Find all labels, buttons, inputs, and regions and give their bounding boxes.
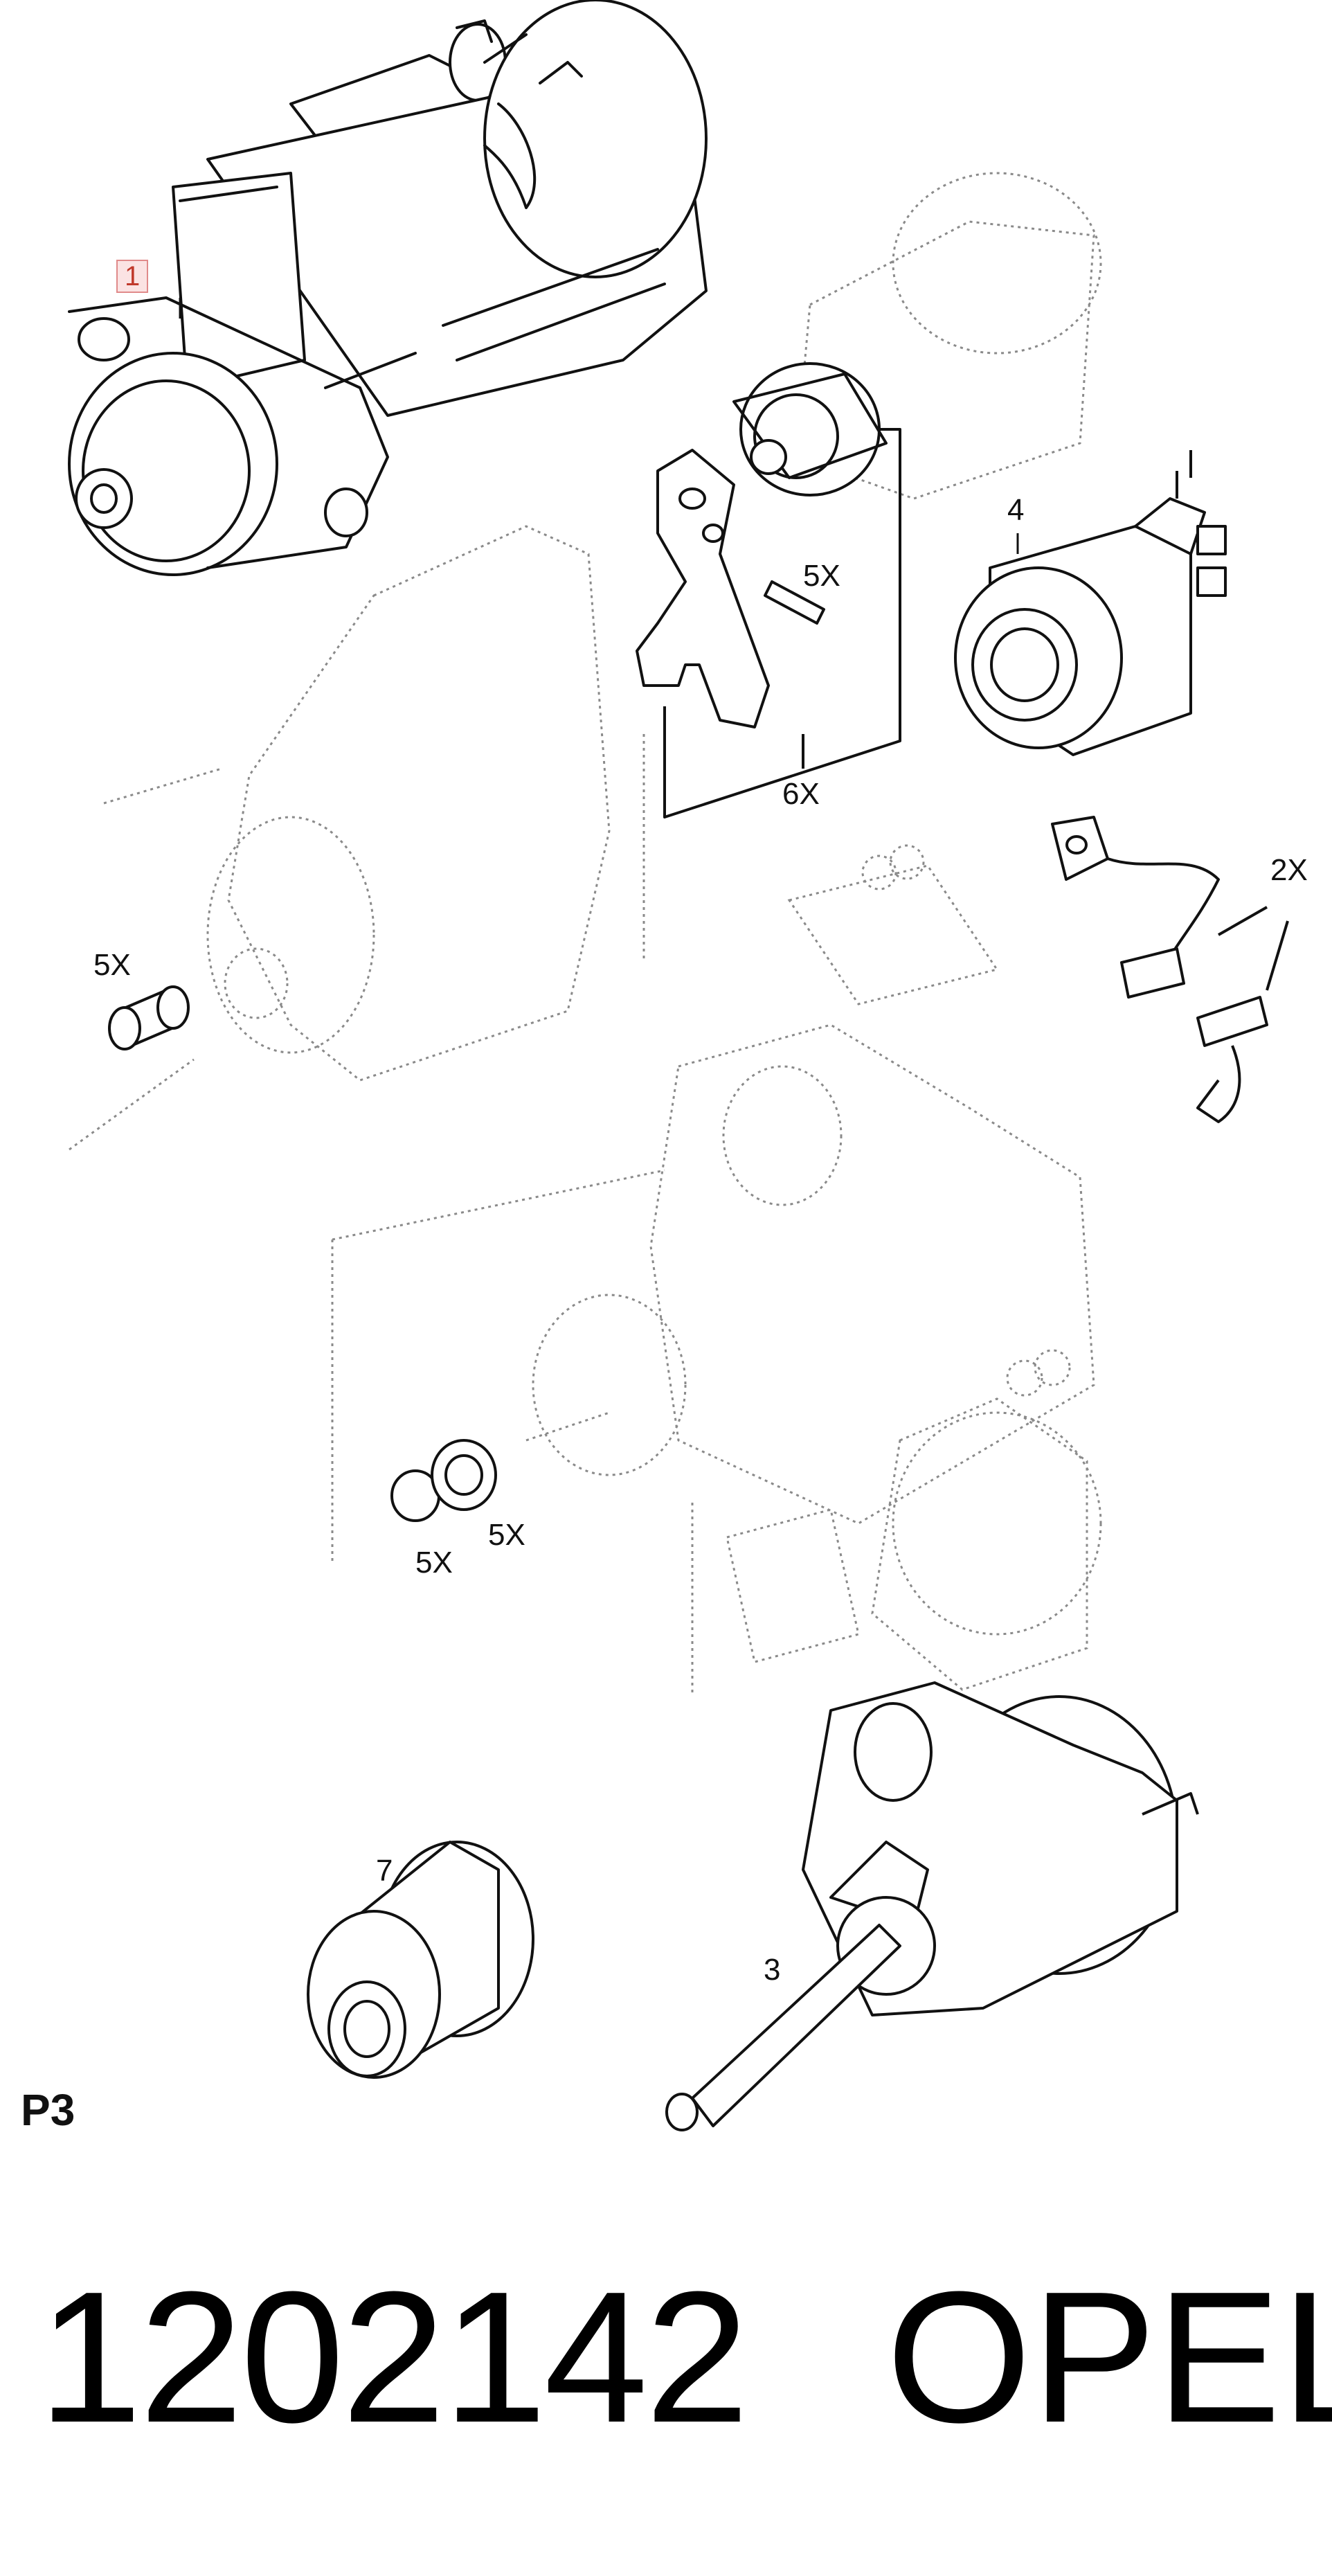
bush xyxy=(108,985,190,1050)
brand-name: OPEL xyxy=(886,2253,1332,2462)
callout-5x-bush: 5X xyxy=(93,948,131,982)
callout-5x-ring: 5X xyxy=(488,1518,525,1552)
callout-3: 3 xyxy=(764,1953,781,1987)
brush-set xyxy=(1051,816,1289,1123)
part-number: 1202142 xyxy=(38,2253,749,2462)
solenoid-switch xyxy=(954,450,1227,756)
drive-end-bracket xyxy=(665,1681,1199,2131)
callout-1: 1 xyxy=(116,260,149,293)
callout-4: 4 xyxy=(1007,493,1025,527)
ghost-parts xyxy=(69,172,1102,1697)
starter-motor-assembly xyxy=(68,0,708,576)
callout-5x-clip: 5X xyxy=(415,1546,453,1580)
engagement-lever-set xyxy=(636,362,901,819)
callout-5x-pin: 5X xyxy=(803,559,840,593)
callout-2x: 2X xyxy=(1270,853,1308,887)
pinion-drive xyxy=(307,1841,534,2079)
callout-7: 7 xyxy=(376,1854,393,1888)
clip-and-seal xyxy=(390,1439,497,1522)
page-code: P3 xyxy=(21,2085,75,2135)
callout-6x: 6X xyxy=(782,777,820,811)
leader-lines xyxy=(179,298,1019,554)
